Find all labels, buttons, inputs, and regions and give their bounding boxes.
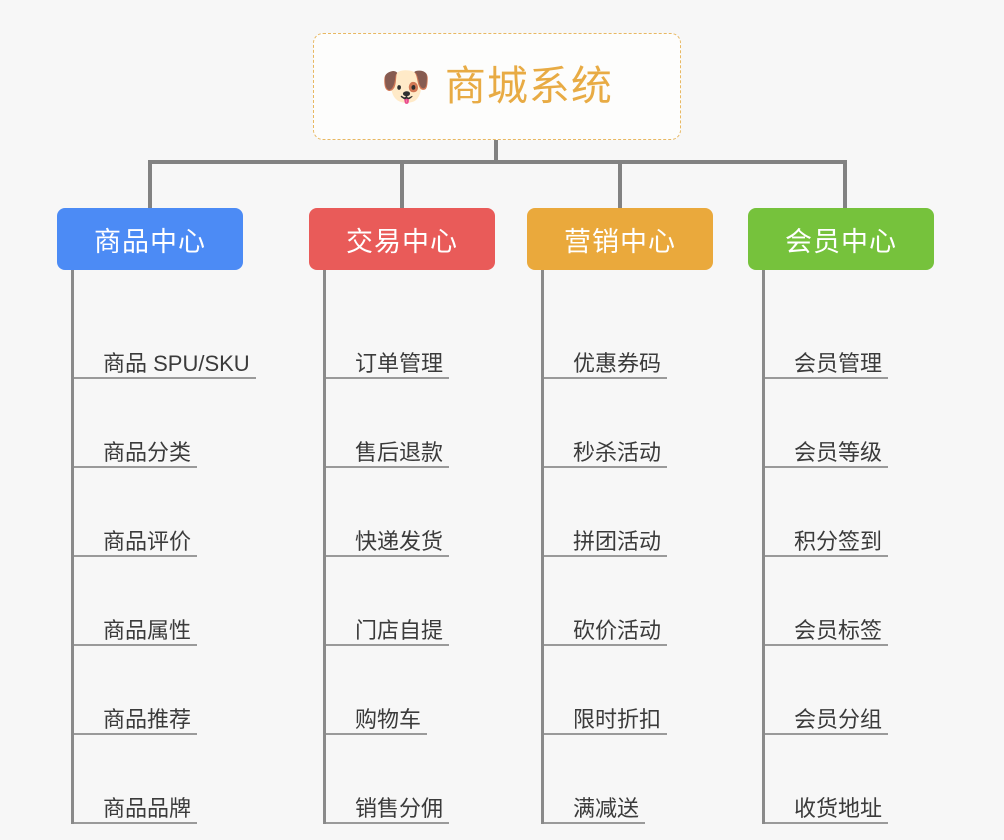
list-item[interactable]: 优惠券码 [544, 290, 713, 379]
list-item[interactable]: 订单管理 [326, 290, 495, 379]
leaf-label: 收货地址 [794, 795, 883, 821]
leaf-label: 会员管理 [794, 350, 883, 376]
list-item[interactable]: 满减送 [544, 735, 713, 824]
branch-marketing-center: 营销中心 优惠券码 秒杀活动 拼团活动 砍价活动 限时折扣 [527, 208, 713, 824]
leaf-label: 商品推荐 [103, 706, 192, 732]
list-item[interactable]: 商品属性 [74, 557, 250, 646]
list-item[interactable]: 商品分类 [74, 379, 250, 468]
leaf-label: 商品评价 [103, 528, 192, 554]
leaf-label: 购物车 [355, 706, 422, 732]
leaf-label: 商品 SPU/SKU [103, 350, 250, 376]
leaf-underline [326, 733, 427, 735]
leaf-label: 砍价活动 [573, 617, 662, 643]
list-item[interactable]: 拼团活动 [544, 468, 713, 557]
leaf-underline [326, 377, 449, 379]
connector-drop-1 [148, 160, 152, 210]
leaf-label: 门店自提 [355, 617, 444, 643]
leaf-label: 会员等级 [794, 439, 883, 465]
connector-root-stem [494, 140, 498, 164]
leaf-label: 商品属性 [103, 617, 192, 643]
leaf-underline [765, 555, 888, 557]
leaf-underline [326, 466, 449, 468]
list-item[interactable]: 会员分组 [765, 646, 934, 735]
list-item[interactable]: 积分签到 [765, 468, 934, 557]
leaf-underline [544, 822, 645, 824]
leaf-underline [74, 644, 197, 646]
category-box-member-center[interactable]: 会员中心 [748, 208, 934, 270]
category-box-marketing-center[interactable]: 营销中心 [527, 208, 713, 270]
leaf-label: 优惠券码 [573, 350, 662, 376]
leaf-label: 会员分组 [794, 706, 883, 732]
leaf-underline [74, 822, 197, 824]
leaf-label: 订单管理 [355, 350, 444, 376]
connector-drop-4 [843, 160, 847, 210]
leaf-underline [74, 377, 256, 379]
leaf-underline [765, 377, 888, 379]
leaf-underline [326, 822, 449, 824]
leaf-underline [544, 733, 667, 735]
list-item[interactable]: 售后退款 [326, 379, 495, 468]
list-item[interactable]: 会员等级 [765, 379, 934, 468]
leaf-underline [544, 377, 667, 379]
category-label: 营销中心 [564, 226, 676, 257]
leaf-label: 限时折扣 [573, 706, 662, 732]
list-item[interactable]: 销售分佣 [326, 735, 495, 824]
leaf-underline [326, 555, 449, 557]
root-title: 商城系统 [444, 63, 613, 109]
list-item[interactable]: 商品品牌 [74, 735, 250, 824]
list-item[interactable]: 门店自提 [326, 557, 495, 646]
list-item[interactable]: 商品评价 [74, 468, 250, 557]
leaf-label: 满减送 [573, 795, 640, 821]
leaf-label: 秒杀活动 [573, 439, 662, 465]
leaf-underline [765, 466, 888, 468]
list-item[interactable]: 购物车 [326, 646, 495, 735]
leaf-label: 销售分佣 [355, 795, 444, 821]
leaf-label: 商品分类 [103, 439, 192, 465]
branch-product-center: 商品中心 商品 SPU/SKU 商品分类 商品评价 商品属性 商品推荐 [57, 208, 256, 824]
leaf-label: 积分签到 [794, 528, 883, 554]
leaf-underline [544, 466, 667, 468]
category-label: 商品中心 [94, 226, 206, 257]
leaf-label: 售后退款 [355, 439, 444, 465]
list-item[interactable]: 商品 SPU/SKU [74, 290, 256, 379]
leaf-list-trade-center: 订单管理 售后退款 快递发货 门店自提 购物车 销售分佣 [323, 270, 495, 824]
branch-member-center: 会员中心 会员管理 会员等级 积分签到 会员标签 会员分组 [748, 208, 934, 824]
leaf-underline [74, 733, 197, 735]
connector-drop-3 [618, 160, 622, 210]
category-box-product-center[interactable]: 商品中心 [57, 208, 243, 270]
leaf-label: 拼团活动 [573, 528, 662, 554]
list-item[interactable]: 商品推荐 [74, 646, 250, 735]
leaf-underline [544, 555, 667, 557]
leaf-underline [765, 644, 888, 646]
list-item[interactable]: 砍价活动 [544, 557, 713, 646]
category-label: 交易中心 [346, 226, 458, 257]
list-item[interactable]: 会员管理 [765, 290, 934, 379]
leaf-list-member-center: 会员管理 会员等级 积分签到 会员标签 会员分组 收货地址 [762, 270, 934, 824]
root-node[interactable]: 🐶 商城系统 [313, 33, 681, 140]
branch-trade-center: 交易中心 订单管理 售后退款 快递发货 门店自提 购物车 [309, 208, 495, 824]
leaf-underline [765, 733, 888, 735]
category-label: 会员中心 [785, 226, 897, 257]
list-item[interactable]: 秒杀活动 [544, 379, 713, 468]
leaf-label: 会员标签 [794, 617, 883, 643]
connector-drop-2 [400, 160, 404, 210]
leaf-label: 商品品牌 [103, 795, 192, 821]
leaf-underline [326, 644, 449, 646]
leaf-underline [765, 822, 888, 824]
leaf-underline [74, 466, 197, 468]
category-box-trade-center[interactable]: 交易中心 [309, 208, 495, 270]
list-item[interactable]: 收货地址 [765, 735, 934, 824]
list-item[interactable]: 快递发货 [326, 468, 495, 557]
leaf-underline [544, 644, 667, 646]
shiba-dog-face-icon: 🐶 [381, 64, 431, 109]
leaf-list-product-center: 商品 SPU/SKU 商品分类 商品评价 商品属性 商品推荐 商品品牌 [71, 270, 256, 824]
list-item[interactable]: 限时折扣 [544, 646, 713, 735]
list-item[interactable]: 会员标签 [765, 557, 934, 646]
connector-horizontal-bus [148, 160, 847, 164]
leaf-list-marketing-center: 优惠券码 秒杀活动 拼团活动 砍价活动 限时折扣 满减送 [541, 270, 713, 824]
leaf-underline [74, 555, 197, 557]
leaf-label: 快递发货 [355, 528, 444, 554]
